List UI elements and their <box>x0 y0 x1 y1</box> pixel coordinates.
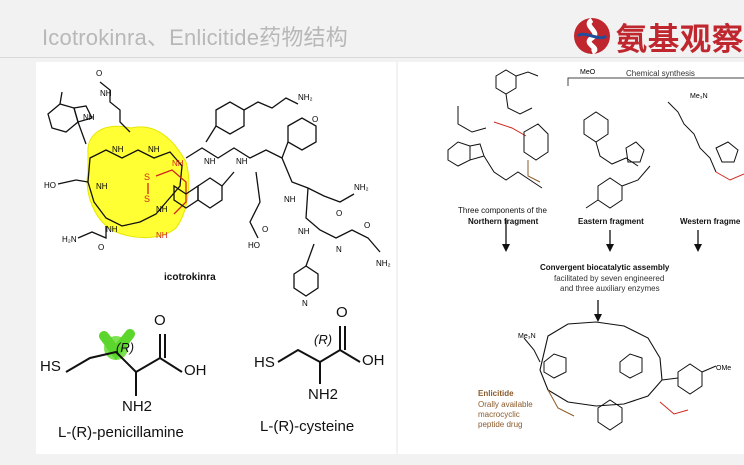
icotrokinra-label: icotrokinra <box>164 272 216 283</box>
icotrokinra-structure-diagram: NH O NH NH NH NH NH NH S S NH NH HO H₂N … <box>44 69 391 396</box>
svg-text:NH₂: NH₂ <box>354 183 369 192</box>
svg-text:N: N <box>336 245 342 254</box>
eastern-fragment-label: Eastern fragment <box>578 217 644 226</box>
svg-text:Me₃N: Me₃N <box>690 93 708 100</box>
svg-text:Me₃N: Me₃N <box>518 333 536 340</box>
logo-emblem-icon <box>574 17 610 55</box>
penicillamine-oh: OH <box>184 362 207 379</box>
svg-text:O: O <box>98 243 104 252</box>
svg-text:NH: NH <box>100 89 112 98</box>
slide-title: Icotrokinra、Enlicitide药物结构 <box>42 25 348 50</box>
header-divider <box>0 57 744 58</box>
svg-text:NH: NH <box>156 231 168 240</box>
enlicitide-panel: OMe Me₃N MeO Me₃N Chemical synthesis Thr… <box>398 62 744 454</box>
svg-text:HO: HO <box>248 241 260 250</box>
svg-text:O: O <box>262 225 268 234</box>
enlicitide-line2: macrocyclic <box>478 410 520 419</box>
svg-text:NH₂: NH₂ <box>376 259 391 268</box>
penicillamine-name: L-(R)-penicillamine <box>58 424 184 441</box>
northern-fragment-line1: Three components of the <box>458 206 547 215</box>
cysteine-stereo: (R) <box>314 332 333 347</box>
svg-text:NH₂: NH₂ <box>298 93 313 102</box>
svg-text:NH: NH <box>298 227 310 236</box>
cysteine-name: L-(R)-cysteine <box>260 418 355 435</box>
chemical-synthesis-label: Chemical synthesis <box>626 69 695 78</box>
svg-text:S: S <box>144 194 150 204</box>
cysteine-o: O <box>336 304 348 321</box>
svg-text:H₂N: H₂N <box>62 235 77 244</box>
svg-text:NH: NH <box>204 157 216 166</box>
enlicitide-synthesis-diagram: OMe Me₃N MeO Me₃N <box>447 69 744 431</box>
svg-text:O: O <box>96 69 102 78</box>
assembly-title: Convergent biocatalytic assembly <box>540 263 670 272</box>
western-fragment-label: Western fragme <box>680 217 741 226</box>
cysteine-oh: OH <box>362 352 385 369</box>
assembly-line1: facilitated by seven engineered <box>554 274 665 283</box>
svg-text:NH: NH <box>156 205 168 214</box>
svg-text:NH: NH <box>112 145 124 154</box>
svg-text:MeO: MeO <box>580 69 596 76</box>
svg-text:N: N <box>302 299 308 308</box>
sulfur-label: S <box>144 172 150 182</box>
svg-text:OMe: OMe <box>716 365 731 372</box>
icotrokinra-panel: NH O NH NH NH NH NH NH S S NH NH HO H₂N … <box>36 62 396 454</box>
penicillamine-nh2: NH2 <box>122 398 153 415</box>
svg-text:NH: NH <box>148 145 160 154</box>
svg-text:NH: NH <box>284 195 296 204</box>
svg-text:NH: NH <box>172 159 184 168</box>
svg-text:HO: HO <box>44 181 56 190</box>
svg-text:O: O <box>364 221 370 230</box>
penicillamine-o: O <box>154 312 166 329</box>
enlicitide-line1: Orally available <box>478 400 533 409</box>
cysteine-hs: HS <box>254 354 275 371</box>
cysteine-nh2: NH2 <box>308 386 339 403</box>
enlicitide-line3: peptide drug <box>478 420 523 429</box>
brand-logo: 氨基观察 <box>572 14 744 58</box>
svg-text:NH: NH <box>236 157 248 166</box>
penicillamine-stereo: (R) <box>116 340 135 355</box>
svg-text:NH: NH <box>106 225 118 234</box>
svg-text:NH: NH <box>83 113 95 122</box>
assembly-line2: and three auxiliary enzymes <box>560 284 660 293</box>
svg-text:NH: NH <box>96 182 108 191</box>
svg-text:O: O <box>336 209 342 218</box>
penicillamine-hs: HS <box>40 358 61 375</box>
brand-name: 氨基观察 <box>616 21 744 58</box>
northern-fragment-line2: Northern fragment <box>468 217 539 226</box>
enlicitide-title: Enlicitide <box>478 389 514 398</box>
svg-text:O: O <box>312 115 318 124</box>
